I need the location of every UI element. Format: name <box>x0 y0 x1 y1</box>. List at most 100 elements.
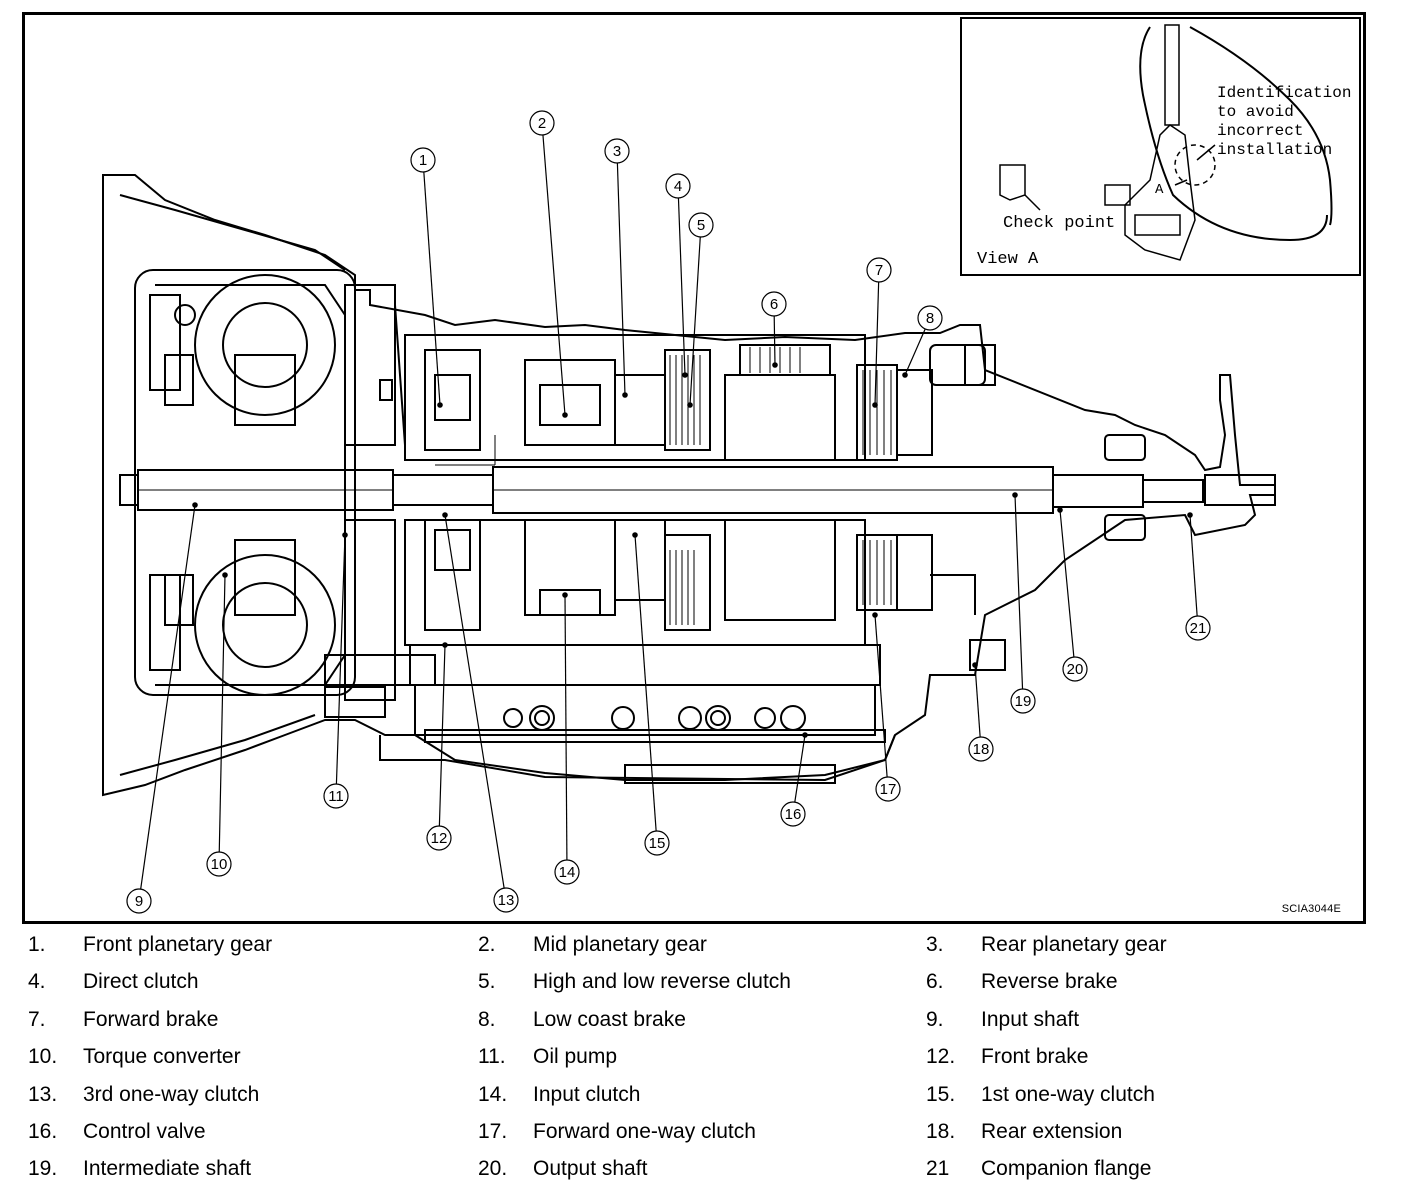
callout-17: 17 <box>872 612 901 802</box>
legend-item-number: 10. <box>28 1045 58 1069</box>
legend-item-number: 8. <box>478 1007 496 1031</box>
callout-circle-1 <box>410 147 436 173</box>
callout-dot-5 <box>687 402 693 408</box>
callout-9: 9 <box>126 502 198 914</box>
callout-number-12: 12 <box>431 830 448 847</box>
callout-circle-3 <box>604 138 630 164</box>
callout-leader-7 <box>874 281 880 406</box>
legend-item-number: 18. <box>926 1120 956 1143</box>
callout-12: 12 <box>426 642 452 851</box>
callout-number-1: 1 <box>419 152 427 169</box>
callout-circle-14 <box>554 859 580 885</box>
view-a-inset: A Check point View A Identification to a… <box>960 17 1361 276</box>
legend-item-label: Control valve <box>83 1120 206 1143</box>
legend-item-label: High and low reverse clutch <box>533 970 791 994</box>
callout-leader-6 <box>773 315 776 366</box>
callout-number-3: 3 <box>613 143 621 160</box>
callout-leader-2 <box>542 134 566 416</box>
callout-circle-18 <box>968 736 994 762</box>
callout-number-21: 21 <box>1190 620 1207 637</box>
callout-circle-17 <box>875 776 901 802</box>
callout-20: 20 <box>1057 507 1088 682</box>
legend-item-label: Low coast brake <box>533 1007 686 1031</box>
callout-dot-3 <box>622 392 628 398</box>
callout-circle-8 <box>917 305 943 331</box>
legend-item-label: Companion flange <box>981 1157 1152 1181</box>
legend-item-number: 14. <box>478 1082 508 1106</box>
callout-leader-17 <box>874 614 888 778</box>
inset-identification-line-1: Identification <box>1217 84 1351 102</box>
legend-item-label: Oil pump <box>533 1045 618 1069</box>
callout-circle-20 <box>1062 656 1088 682</box>
callout-number-16: 16 <box>785 806 802 823</box>
callout-7: 7 <box>866 257 892 408</box>
legend-item-label: 3rd one-way clutch <box>83 1082 260 1106</box>
callout-11: 11 <box>323 532 349 809</box>
callout-dot-21 <box>1187 512 1193 518</box>
callout-dot-17 <box>872 612 878 618</box>
callout-dot-8 <box>902 372 908 378</box>
callout-dot-14 <box>562 592 568 598</box>
callout-dot-6 <box>772 362 778 368</box>
callout-2: 2 <box>529 110 568 418</box>
legend-item-number: 15. <box>926 1082 956 1106</box>
callout-dot-12 <box>442 642 448 648</box>
callout-dot-2 <box>562 412 568 418</box>
legend-item-number: 11. <box>478 1045 506 1069</box>
callout-leader-9 <box>140 504 196 890</box>
callout-18: 18 <box>968 662 994 762</box>
callout-10: 10 <box>206 572 232 877</box>
callout-circle-12 <box>426 825 452 851</box>
callout-number-2: 2 <box>538 115 546 132</box>
callout-1: 1 <box>410 147 443 408</box>
callout-number-13: 13 <box>498 892 515 909</box>
callout-leader-4 <box>677 197 686 376</box>
callout-number-17: 17 <box>880 781 897 798</box>
callout-8: 8 <box>902 305 943 378</box>
inset-identification-line-4: installation <box>1217 141 1332 159</box>
callout-leader-12 <box>438 644 446 827</box>
callout-number-14: 14 <box>559 864 576 881</box>
callout-circle-4 <box>665 173 691 199</box>
legend-item-number: 1. <box>28 933 46 956</box>
legend-item-number: 5. <box>478 970 496 994</box>
callout-number-9: 9 <box>135 893 143 910</box>
legend-item-label: Forward brake <box>83 1007 219 1031</box>
callout-leader-13 <box>444 514 505 889</box>
callout-dot-20 <box>1057 507 1063 513</box>
callout-number-10: 10 <box>211 856 228 873</box>
callout-dot-15 <box>632 532 638 538</box>
callout-circle-19 <box>1010 688 1036 714</box>
callout-15: 15 <box>632 532 670 856</box>
legend-item-number: 4. <box>28 970 46 994</box>
legend-item-label: Reverse brake <box>981 970 1118 994</box>
legend-item-number: 9. <box>926 1007 944 1031</box>
callout-number-5: 5 <box>697 217 705 234</box>
callout-circle-5 <box>688 212 714 238</box>
legend-item-label: Direct clutch <box>83 970 199 994</box>
legend-item-label: Forward one-way clutch <box>533 1120 756 1143</box>
callout-leader-14 <box>564 594 568 861</box>
callout-21: 21 <box>1185 512 1211 641</box>
callout-leader-5 <box>689 236 701 406</box>
callout-3: 3 <box>604 138 630 398</box>
legend-item-label: Input shaft <box>981 1007 1080 1031</box>
legend-item-number: 12. <box>926 1045 956 1069</box>
legend-item-label: 1st one-way clutch <box>981 1082 1155 1106</box>
callout-circle-7 <box>866 257 892 283</box>
legend-item-label: Rear planetary gear <box>981 933 1167 956</box>
callout-number-4: 4 <box>674 178 682 195</box>
callout-dot-13 <box>442 512 448 518</box>
inset-identification-line-3: incorrect <box>1217 122 1303 140</box>
callout-leader-1 <box>423 171 441 406</box>
callout-6: 6 <box>761 291 787 368</box>
callout-leader-11 <box>335 534 346 785</box>
callout-circle-13 <box>493 887 519 913</box>
callout-13: 13 <box>442 512 519 913</box>
inset-identification-line-2: to avoid <box>1217 103 1294 121</box>
callout-number-8: 8 <box>926 310 934 327</box>
legend-item-number: 21 <box>926 1157 950 1181</box>
callout-leader-19 <box>1014 494 1024 690</box>
callout-leader-15 <box>634 534 657 832</box>
